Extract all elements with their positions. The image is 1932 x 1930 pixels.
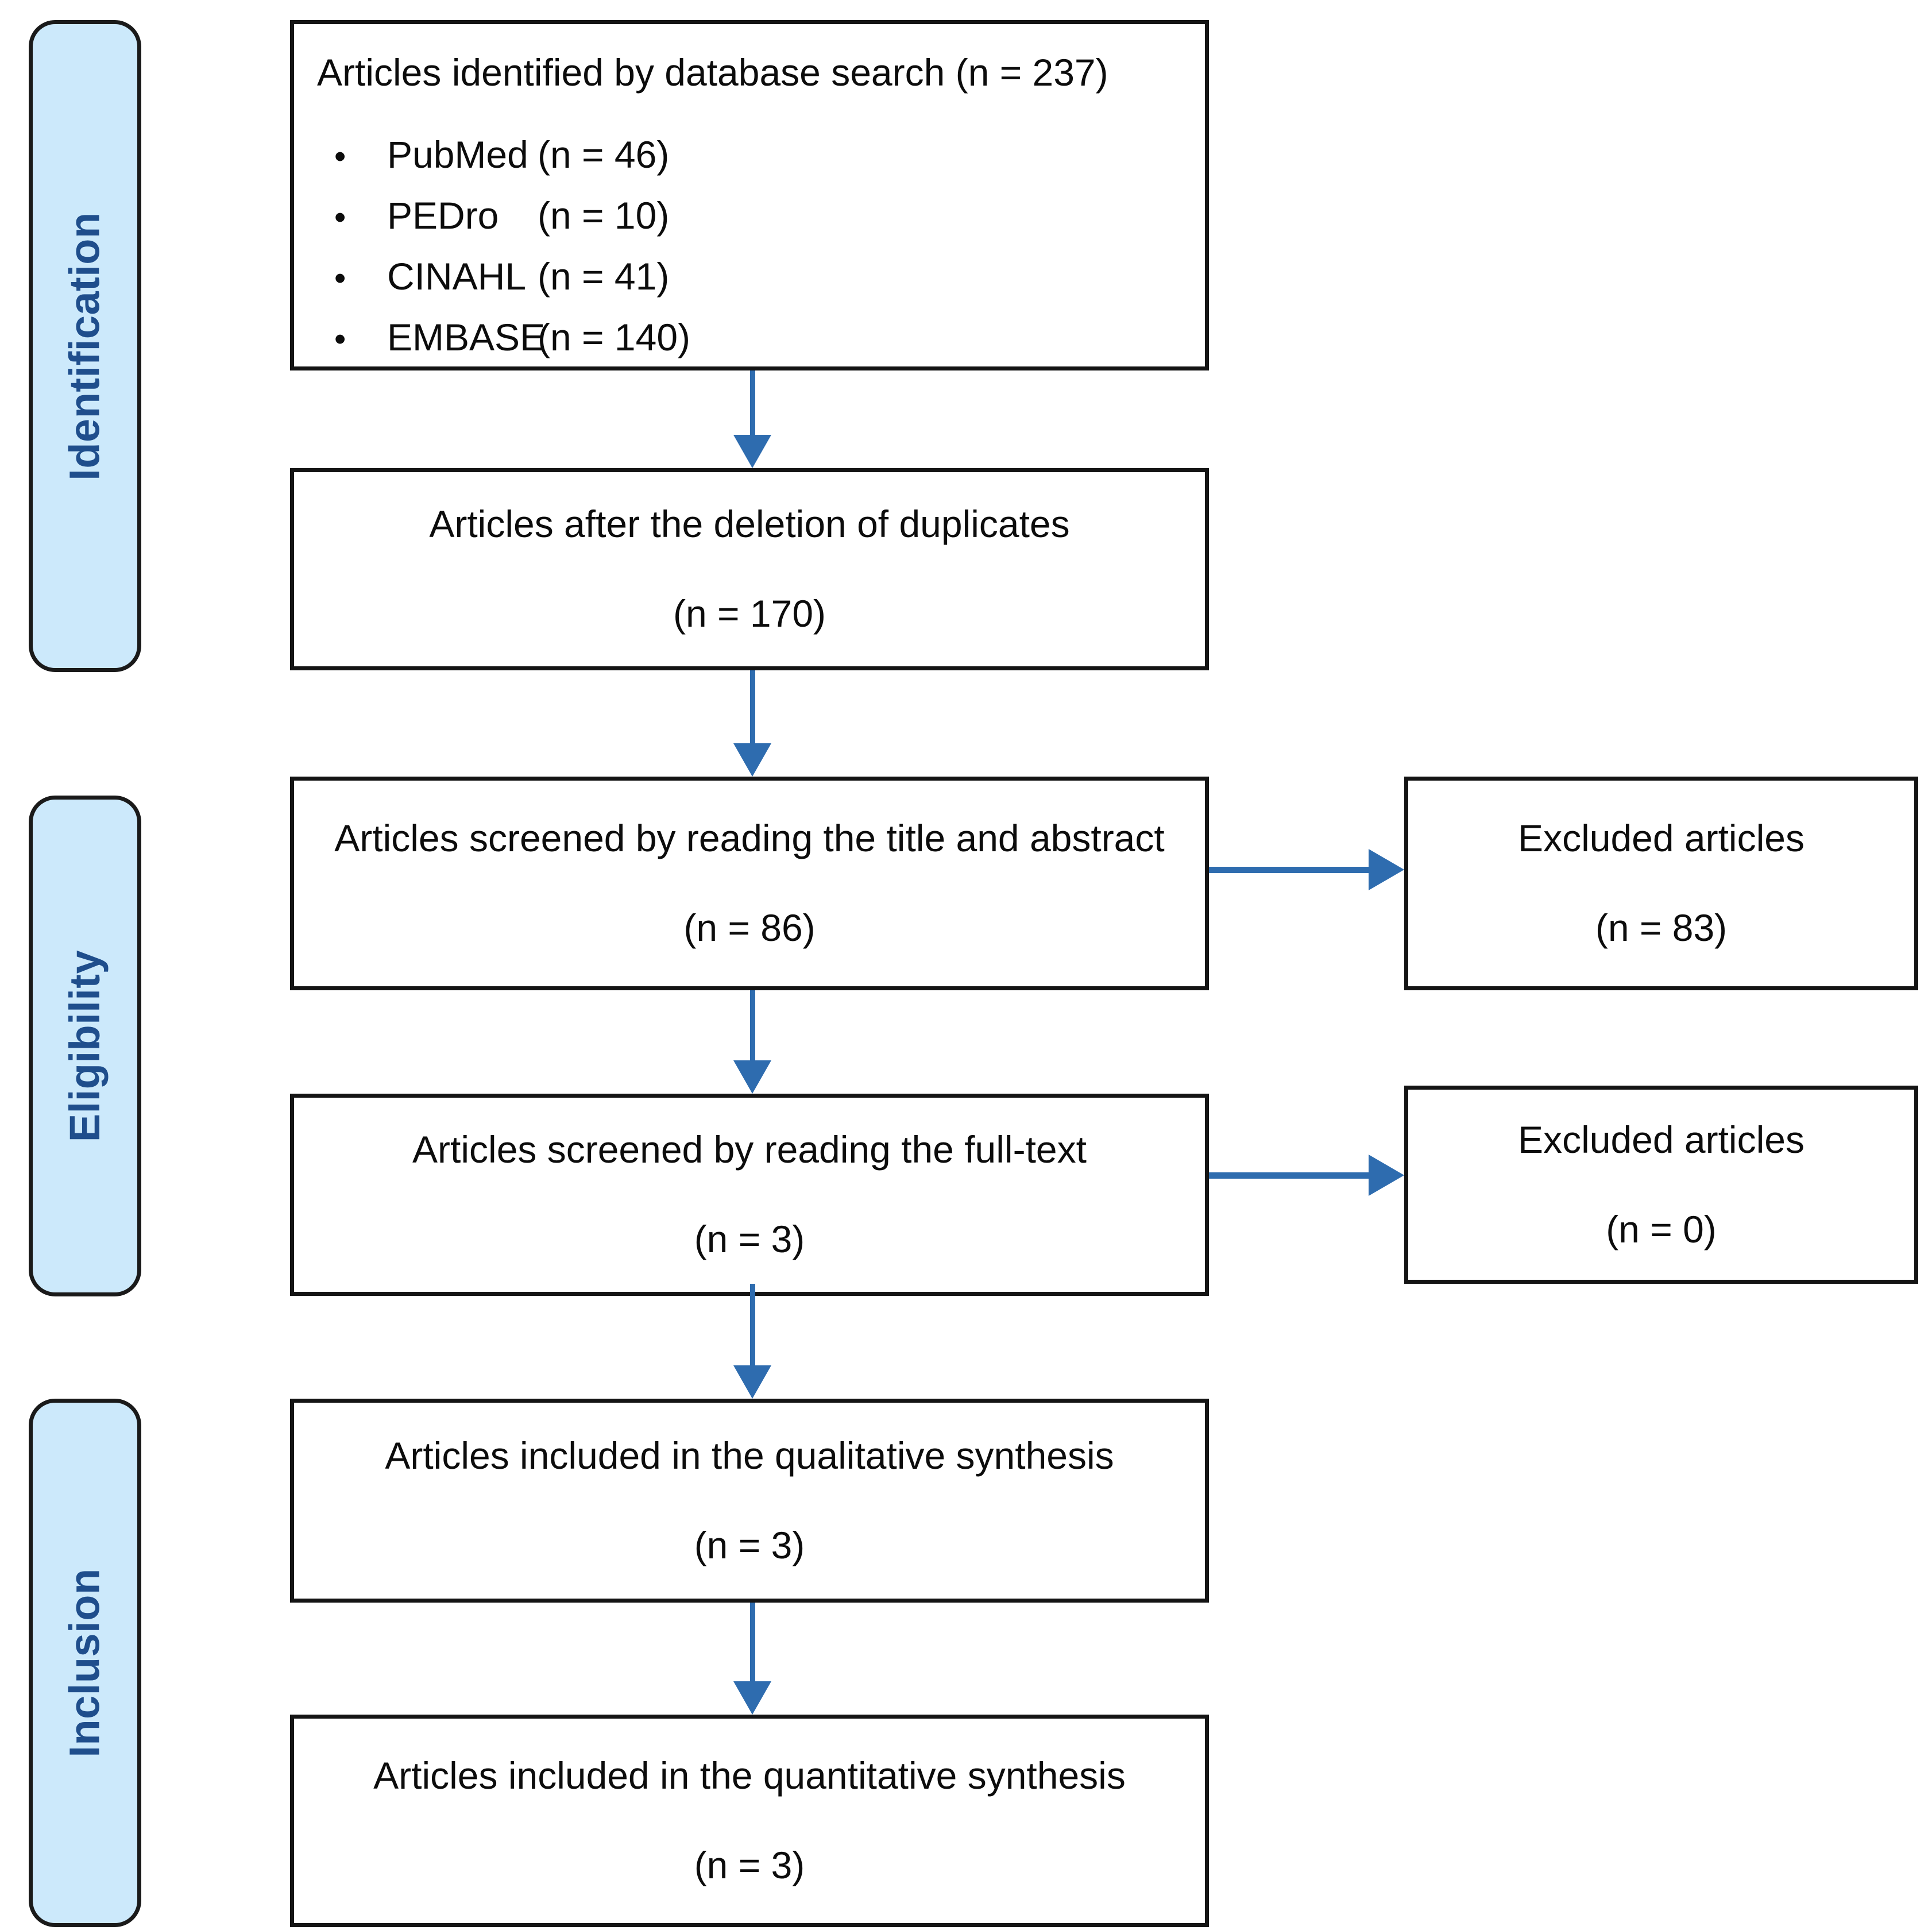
box-articles-identified: Articles identified by database search (…	[290, 20, 1209, 370]
bullet-icon: •	[334, 259, 346, 297]
box-excluded-fulltext-title: Excluded articles	[1518, 1118, 1805, 1161]
box-excluded-fulltext-count: (n = 0)	[1606, 1207, 1717, 1250]
box-quantitative-synthesis-title: Articles included in the quantitative sy…	[373, 1754, 1126, 1797]
list-item: • CINAHL (n = 41)	[334, 257, 1199, 295]
source-name: CINAHL	[387, 254, 527, 298]
source-name: PubMed	[387, 133, 528, 176]
box-screened-fulltext-title: Articles screened by reading the full-te…	[412, 1128, 1087, 1171]
box-qualitative-synthesis-title: Articles included in the qualitative syn…	[385, 1434, 1114, 1477]
box-after-duplicates: Articles after the deletion of duplicate…	[290, 468, 1209, 670]
box-qualitative-synthesis: Articles included in the qualitative syn…	[290, 1399, 1209, 1603]
box-qualitative-synthesis-count: (n = 3)	[694, 1523, 805, 1566]
box-quantitative-synthesis-count: (n = 3)	[694, 1844, 805, 1886]
box-screened-fulltext-count: (n = 3)	[694, 1218, 805, 1260]
stage-tab-inclusion-label: Inclusion	[61, 1568, 109, 1758]
box-articles-identified-title: Articles identified by database search (…	[317, 51, 1108, 94]
box-screened-title-abstract-count: (n = 86)	[683, 906, 816, 949]
stage-tab-inclusion: Inclusion	[29, 1399, 141, 1927]
box-excluded-title-abstract: Excluded articles (n = 83)	[1404, 777, 1918, 990]
list-item: • EMBASE (n = 140)	[334, 318, 1199, 356]
stage-tab-identification: Identification	[29, 20, 141, 672]
box-after-duplicates-title: Articles after the deletion of duplicate…	[429, 503, 1070, 546]
bullet-icon: •	[334, 137, 346, 175]
box-excluded-title-abstract-count: (n = 83)	[1595, 906, 1728, 949]
box-quantitative-synthesis: Articles included in the quantitative sy…	[290, 1715, 1209, 1927]
list-item: • PEDro (n = 10)	[334, 196, 1199, 234]
source-name: EMBASE	[387, 315, 546, 358]
box-excluded-fulltext: Excluded articles (n = 0)	[1404, 1086, 1918, 1284]
database-source-list: • PubMed (n = 46) • PEDro (n = 10) • CIN…	[317, 136, 1199, 379]
box-screened-fulltext: Articles screened by reading the full-te…	[290, 1094, 1209, 1296]
bullet-icon: •	[334, 198, 346, 236]
bullet-icon: •	[334, 320, 346, 358]
source-count: (n = 10)	[538, 194, 670, 237]
source-name: PEDro	[387, 194, 499, 237]
box-screened-title-abstract: Articles screened by reading the title a…	[290, 777, 1209, 990]
stage-tab-eligibility-label: Eligibility	[61, 949, 109, 1142]
source-count: (n = 140)	[538, 315, 690, 358]
box-screened-title-abstract-title: Articles screened by reading the title a…	[334, 817, 1165, 860]
source-count: (n = 41)	[538, 254, 670, 298]
source-count: (n = 46)	[538, 133, 670, 176]
box-after-duplicates-count: (n = 170)	[673, 592, 826, 635]
list-item: • PubMed (n = 46)	[334, 136, 1199, 173]
stage-tab-eligibility: Eligibility	[29, 796, 141, 1296]
box-excluded-title-abstract-title: Excluded articles	[1518, 817, 1805, 860]
stage-tab-identification-label: Identification	[61, 211, 109, 481]
